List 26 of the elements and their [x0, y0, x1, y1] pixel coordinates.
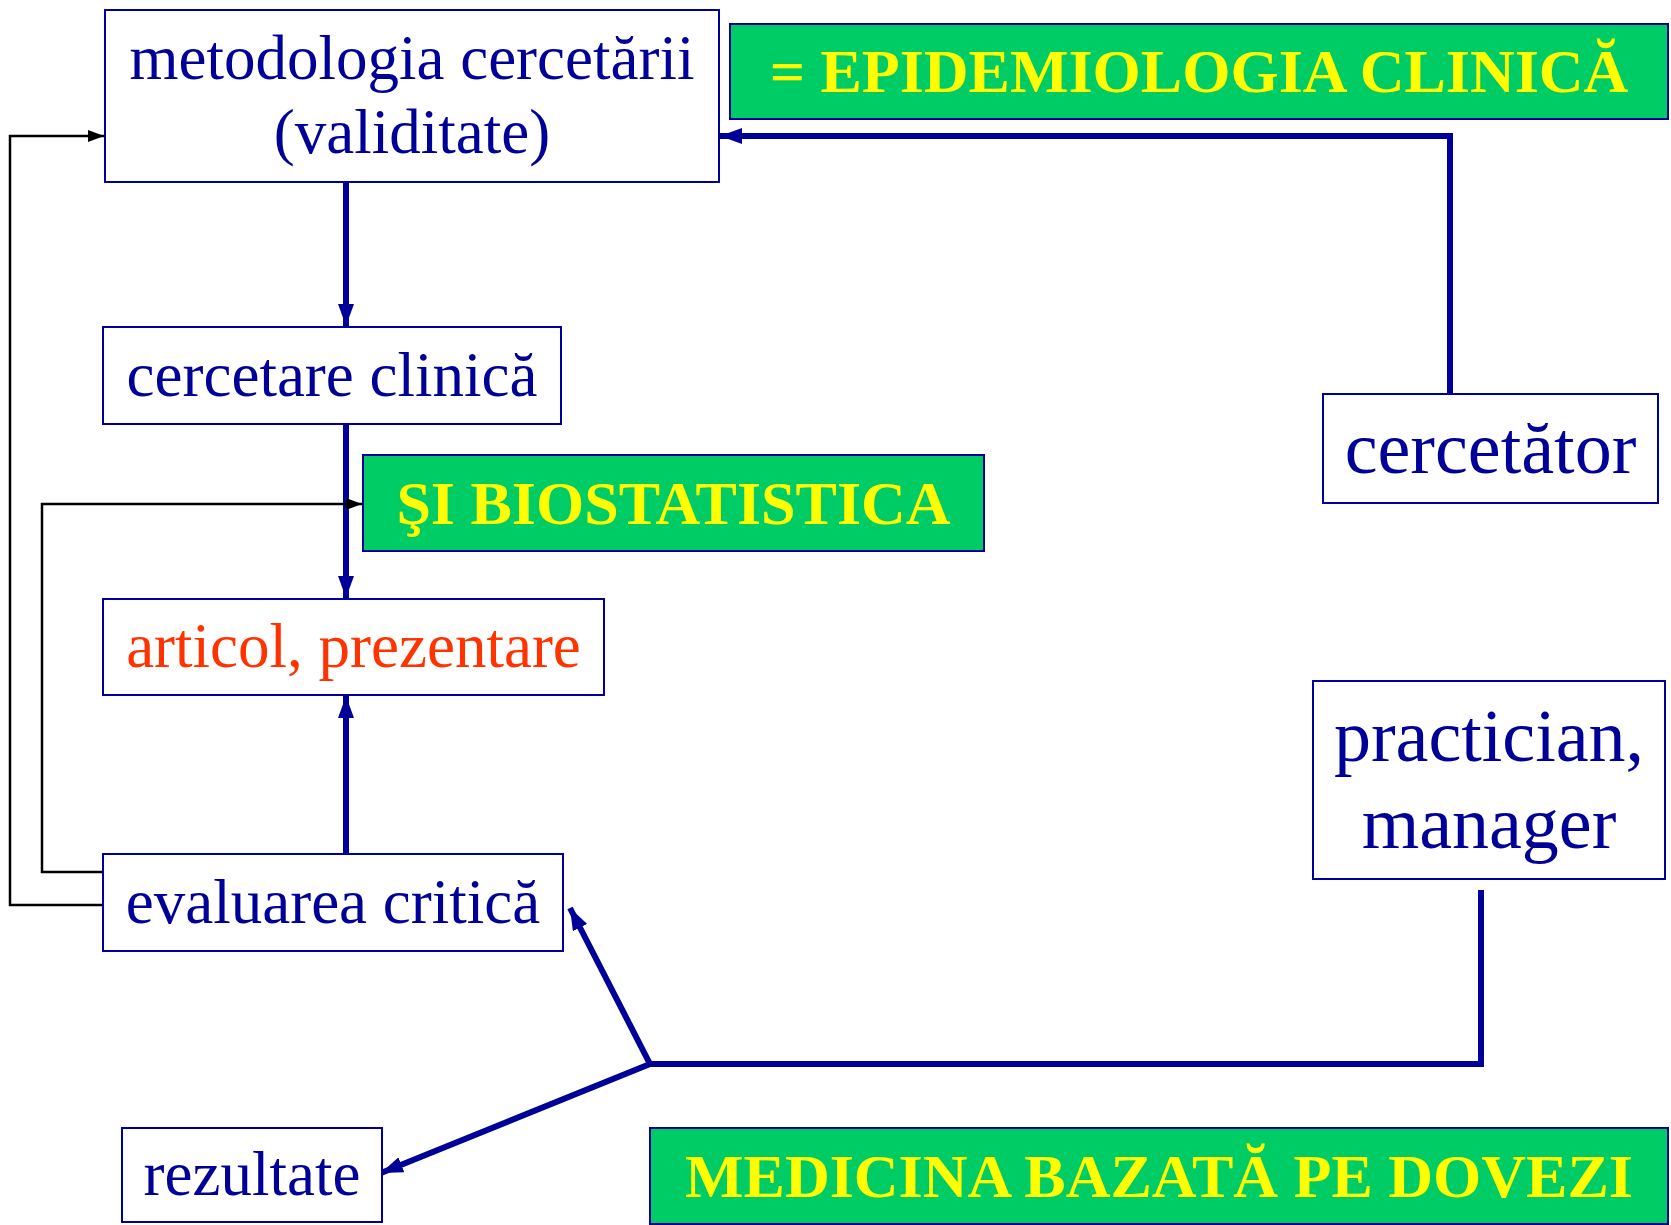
title-banner: [649, 1127, 1669, 1225]
title-banner: [729, 23, 1669, 120]
process-box: [121, 1127, 383, 1223]
arrow: [720, 128, 1453, 393]
node-label: rezultate: [143, 1138, 361, 1212]
node-label: MEDICINA BAZATĂ PE DOVEZI: [685, 1140, 1633, 1212]
process-box: [102, 598, 605, 696]
title-banner: [362, 454, 985, 552]
node-label: practician, manager: [1332, 694, 1646, 866]
node-label: cercetător: [1344, 406, 1637, 492]
node-label: ŞI BIOSTATISTICA: [396, 467, 951, 539]
process-box: [102, 326, 562, 425]
process-box: [102, 853, 564, 952]
arrow: [8, 130, 104, 907]
node-label: cercetare clinică: [126, 338, 538, 412]
role-box: [1322, 393, 1659, 504]
arrow: [338, 425, 354, 598]
node-label: articol, prezentare: [126, 610, 581, 684]
node-label: evaluarea critică: [125, 865, 541, 939]
arrow: [40, 498, 362, 874]
arrow: [338, 183, 354, 326]
node-label: metodologia cercetării (validitate): [128, 22, 696, 169]
process-box: [104, 9, 720, 183]
role-box: [1312, 680, 1666, 880]
arrow: [338, 696, 354, 853]
node-label: = EPIDEMIOLOGIA CLINICĂ: [769, 36, 1629, 107]
